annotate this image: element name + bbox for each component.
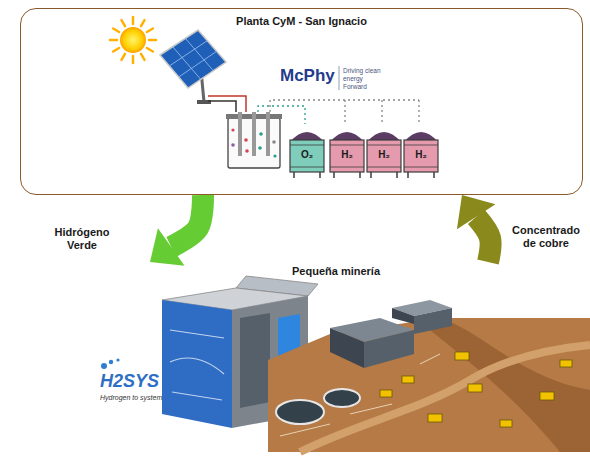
arrow-body (171, 195, 203, 247)
tank-legs (334, 172, 360, 178)
edge-label: Concentrado de cobre (506, 224, 586, 249)
sun-disc (120, 27, 146, 53)
node-label: O₂ (289, 149, 325, 161)
fence (280, 354, 440, 436)
arrow-head (150, 228, 185, 266)
node-label: H₂ (329, 149, 365, 161)
building-wall (364, 330, 414, 368)
haul-truck (455, 352, 469, 360)
logo-dot (109, 360, 113, 364)
node-label: H₂ (403, 149, 439, 161)
building-wall (414, 308, 452, 334)
electrode (252, 112, 256, 156)
mining-area: Pequeña minería (100, 262, 588, 452)
power-wire (208, 96, 246, 112)
gas-bubble (272, 140, 276, 144)
tank-body (330, 140, 364, 172)
building-wall (392, 308, 414, 324)
haul-road (300, 345, 590, 452)
haul-truck (560, 360, 572, 367)
brand-tagline: Hydrogen to system (100, 394, 162, 402)
flow-arrow (150, 195, 203, 266)
gas-bubble (259, 132, 263, 136)
building-wall (330, 328, 364, 368)
container-decor (170, 330, 224, 400)
tank-band (290, 145, 324, 167)
solar-panel (160, 30, 226, 104)
gas-bubble (244, 138, 248, 142)
haul-truck (428, 414, 442, 422)
flow-arrow (457, 195, 496, 262)
logo-dot (101, 363, 107, 369)
tank-body (290, 140, 324, 172)
oxygen-tank: O₂ (289, 126, 325, 178)
logo-divider (339, 66, 340, 90)
container-side (162, 300, 232, 428)
tank-band (404, 145, 438, 167)
gas-bubble (231, 128, 234, 131)
haul-truck (540, 392, 554, 400)
sun-icon (110, 17, 156, 63)
tank-body (404, 140, 438, 172)
mine-site (268, 300, 590, 452)
gas-bubble (231, 143, 235, 147)
logo-dots (101, 358, 120, 369)
haul-truck (380, 390, 392, 397)
haul-truck (402, 376, 414, 383)
panel-face (160, 30, 226, 88)
panel-grid (169, 38, 216, 79)
electrolyzer (226, 112, 282, 168)
process-tank (324, 389, 360, 407)
container-machinery (240, 313, 270, 408)
hydrogen-line (270, 100, 419, 124)
tank-band (367, 145, 401, 167)
haul-truck (500, 420, 512, 427)
process-tank (276, 400, 324, 424)
edge-label: Hidrógeno Verde (44, 226, 120, 251)
power-wire (208, 101, 236, 112)
node-label: Planta CyM - San Ignacio (21, 15, 582, 28)
tank-band (330, 145, 364, 167)
tank-legs (294, 172, 320, 178)
node-label: Pequeña minería (292, 265, 380, 278)
logo-dot (116, 358, 119, 361)
tank-legs (371, 172, 397, 178)
hydrogen-tank: H₂ (403, 126, 439, 178)
plant-region: Planta CyM - San IgnacioO₂H₂H₂H₂ (20, 8, 583, 195)
hydrogen-tank: H₂ (329, 126, 365, 178)
haul-truck (468, 384, 482, 392)
tank-legs (408, 172, 434, 178)
sun-rays (110, 17, 156, 63)
brand-tagline: Driving clean energy Forward (343, 67, 385, 91)
gas-bubble (245, 149, 249, 153)
electrode (238, 112, 242, 156)
terrain (268, 318, 590, 452)
electrode (266, 112, 270, 156)
hydrogen-tank: H₂ (366, 126, 402, 178)
tank-body (367, 140, 401, 172)
gas-bubble (258, 146, 262, 150)
arrow-body (476, 217, 490, 262)
arrow-head (457, 195, 496, 229)
brand-logo: H2SYS (100, 371, 159, 392)
gas-bubble (273, 154, 276, 157)
node-label: H₂ (366, 149, 402, 161)
brand-logo: McPhy (280, 66, 335, 86)
